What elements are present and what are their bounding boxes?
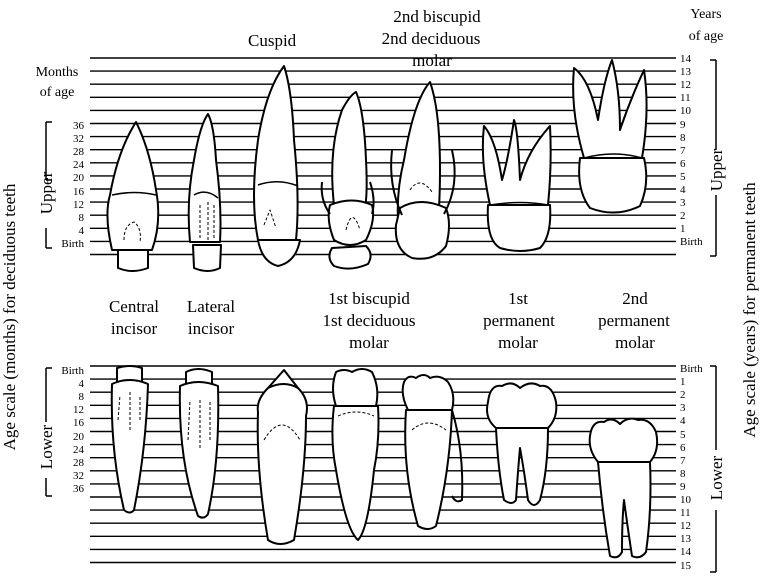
label-months-line2: of age [24, 84, 90, 101]
upper-year-tick: 5 [680, 172, 720, 183]
label-central-line1: Central [96, 296, 172, 317]
left-axis-title: Age scale (months) for deciduous teeth [0, 167, 20, 467]
upper-second-bicuspid-icon [391, 82, 455, 259]
upper-year-tick: 9 [680, 120, 720, 131]
lower-month-tick: 28 [50, 458, 84, 469]
lower-year-tick: 7 [680, 456, 720, 467]
lower-month-tick: 12 [50, 405, 84, 416]
lower-year-tick: 3 [680, 403, 720, 414]
upper-month-tick: 8 [50, 213, 84, 224]
upper-month-tick: 28 [50, 147, 84, 158]
lower-lateral-incisor-icon [180, 369, 218, 518]
lower-month-tick: 20 [50, 432, 84, 443]
upper-month-tick: 4 [50, 226, 84, 237]
right-axis-title: Age scale (years) for permanent teeth [740, 160, 760, 460]
upper-year-tick: 2 [680, 211, 720, 222]
lower-second-bicuspid-icon [403, 375, 463, 529]
lower-year-tick: 14 [680, 547, 720, 558]
label-2nd-bicuspid-line1: 2nd biscupid [372, 6, 502, 27]
label-1st-perm-line1: 1st [478, 288, 558, 309]
upper-month-tick: 16 [50, 187, 84, 198]
lower-year-tick: Birth [680, 364, 720, 375]
lower-month-tick: 16 [50, 418, 84, 429]
lower-year-tick: 2 [680, 390, 720, 401]
label-1st-perm-line2: permanent [474, 310, 564, 331]
lower-central-incisor-icon [112, 366, 148, 513]
upper-month-tick: Birth [50, 239, 84, 250]
label-1st-bicuspid-line2: 1st deciduous [294, 310, 444, 331]
upper-month-tick: 24 [50, 160, 84, 171]
upper-year-tick: 10 [680, 106, 720, 117]
label-cuspid: Cuspid [248, 30, 296, 51]
lower-month-tick: 36 [50, 484, 84, 495]
lower-year-tick: 4 [680, 416, 720, 427]
label-central-line2: incisor [96, 318, 172, 339]
upper-year-tick: 4 [680, 185, 720, 196]
lower-first-bicuspid-icon [332, 369, 378, 540]
label-lateral-line1: Lateral [176, 296, 246, 317]
lower-month-tick: 32 [50, 471, 84, 482]
lower-cuspid-icon [258, 370, 307, 544]
lower-first-molar-icon [487, 383, 556, 505]
lower-month-tick: 8 [50, 392, 84, 403]
upper-year-tick: 12 [680, 80, 720, 91]
upper-second-molar-icon [573, 60, 646, 213]
label-lateral-line2: incisor [176, 318, 246, 339]
label-1st-bicuspid-line3: molar [294, 332, 444, 353]
upper-month-tick: 20 [50, 173, 84, 184]
label-2nd-bicuspid-line3: molar [372, 50, 492, 71]
lower-year-tick: 15 [680, 561, 720, 572]
label-2nd-perm-line3: molar [590, 332, 680, 353]
label-months-line1: Months [24, 64, 90, 81]
upper-year-tick: 8 [680, 133, 720, 144]
lower-grid [90, 366, 676, 563]
upper-year-tick: 6 [680, 159, 720, 170]
lower-year-tick: 10 [680, 495, 720, 506]
label-1st-perm-line3: molar [478, 332, 558, 353]
upper-year-tick: 11 [680, 93, 720, 104]
lower-year-tick: 12 [680, 521, 720, 532]
label-2nd-bicuspid-line2: 2nd deciduous [366, 28, 496, 49]
upper-year-tick: 7 [680, 146, 720, 157]
upper-year-tick: 13 [680, 67, 720, 78]
upper-month-tick: 32 [50, 134, 84, 145]
lower-month-tick: 24 [50, 445, 84, 456]
lower-year-tick: 11 [680, 508, 720, 519]
upper-cuspid-icon [254, 66, 300, 266]
lower-year-tick: 13 [680, 534, 720, 545]
upper-first-molar-icon [483, 120, 551, 251]
label-1st-bicuspid-line1: 1st biscupid [294, 288, 444, 309]
label-2nd-perm-line1: 2nd [590, 288, 680, 309]
lower-year-tick: 1 [680, 377, 720, 388]
label-years-line2: of age [676, 28, 736, 45]
upper-month-tick: 12 [50, 200, 84, 211]
lower-month-tick: 4 [50, 379, 84, 390]
upper-central-incisor-icon [107, 122, 158, 271]
upper-lateral-incisor-icon [189, 114, 221, 271]
upper-month-tick: 36 [50, 121, 84, 132]
upper-year-tick: Birth [680, 237, 720, 248]
lower-year-tick: 5 [680, 430, 720, 441]
label-2nd-perm-line2: permanent [586, 310, 682, 331]
lower-year-tick: 6 [680, 443, 720, 454]
upper-year-tick: 3 [680, 198, 720, 209]
upper-year-tick: 1 [680, 224, 720, 235]
label-years-line1: Years [676, 6, 736, 23]
upper-year-tick: 14 [680, 54, 720, 65]
lower-year-tick: 8 [680, 469, 720, 480]
lower-year-tick: 9 [680, 482, 720, 493]
lower-month-tick: Birth [50, 366, 84, 377]
